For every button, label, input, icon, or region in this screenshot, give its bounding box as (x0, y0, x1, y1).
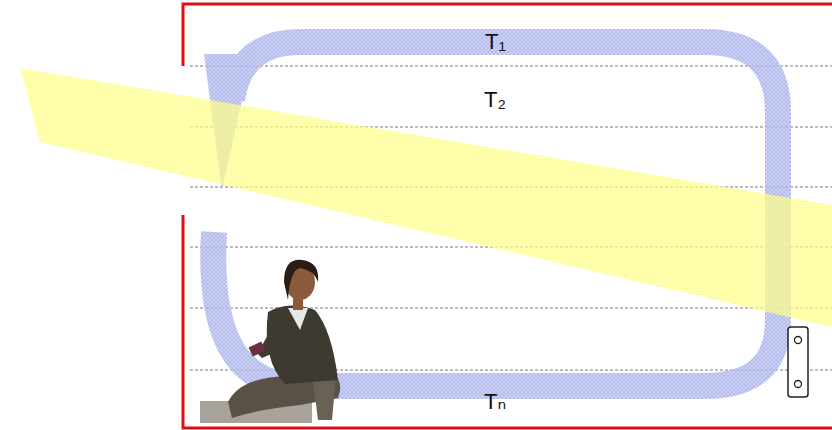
layer-temperature-label: Tₙ (484, 391, 506, 413)
sensor (788, 327, 808, 397)
room-wall (183, 4, 832, 428)
layer-temperature-label: T₁ (485, 31, 506, 53)
layer-temperature-label: T₂ (484, 89, 506, 111)
sun-beam (20, 68, 832, 327)
seated-person (200, 260, 340, 423)
